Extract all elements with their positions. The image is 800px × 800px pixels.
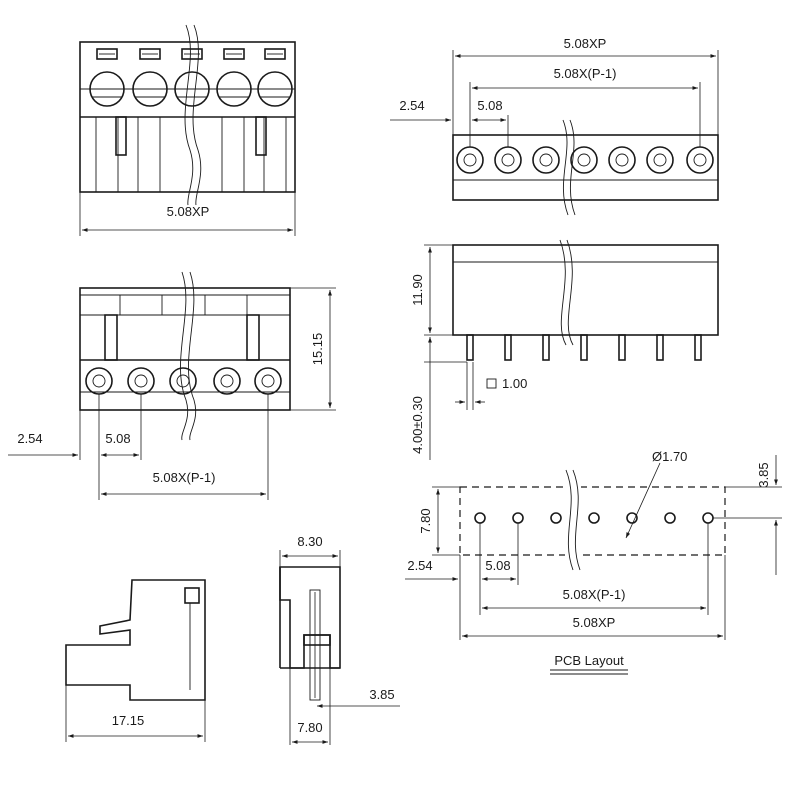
pcb-pitch-label: 5.08	[485, 558, 510, 573]
pcb-right-offset-label: 3.85	[756, 462, 771, 487]
side-profile: 17.15	[65, 579, 206, 742]
end-view: 8.30 7.80 3.85	[279, 534, 400, 745]
rear-screw-holes	[85, 367, 282, 395]
pcb-span-label: 5.08X(P-1)	[563, 587, 626, 602]
front-width-label: 5.08XP	[167, 204, 210, 219]
top-width-label: 5.08XP	[564, 36, 607, 51]
pin-square-label: 1.00	[502, 376, 527, 391]
rear-offset-label: 2.54	[17, 431, 42, 446]
pcb-layout: Ø1.70 7.80 3.85 2.54 5.08 5.08X(P-1) 5.0…	[405, 449, 782, 675]
pin-view-height-label: 11.90	[410, 274, 425, 306]
hole-diameter-label: Ø1.70	[652, 449, 687, 464]
pcb-offset-label: 2.54	[407, 558, 432, 573]
rear-view: 15.15 2.54 5.08 5.08X(P-1)	[8, 271, 336, 500]
end-top-label: 8.30	[297, 534, 322, 549]
pcb-holes	[474, 512, 714, 524]
side-depth-label: 17.15	[112, 713, 145, 728]
front-view: 5.08XP	[79, 24, 296, 236]
rear-span-label: 5.08X(P-1)	[153, 470, 216, 485]
top-view: 5.08XP 5.08X(P-1) 2.54 5.08	[390, 36, 719, 216]
pin-view: 11.90 4.00±0.30 1.00	[410, 239, 719, 460]
top-offset-label: 2.54	[399, 98, 424, 113]
ribs	[95, 116, 287, 192]
pins	[466, 334, 702, 361]
top-span-label: 5.08X(P-1)	[554, 66, 617, 81]
top-view-screws	[456, 146, 714, 174]
pcb-width-label: 5.08XP	[573, 615, 616, 630]
rear-pitch-label: 5.08	[105, 431, 130, 446]
rear-height-label: 15.15	[310, 333, 325, 366]
pin-length-label: 4.00±0.30	[410, 396, 425, 454]
pcb-height-label: 7.80	[418, 508, 433, 533]
terminal-slots	[96, 48, 286, 60]
end-offset-label: 3.85	[369, 687, 394, 702]
top-pitch-label: 5.08	[477, 98, 502, 113]
pcb-layout-title: PCB Layout	[554, 653, 624, 668]
end-bottom-label: 7.80	[297, 720, 322, 735]
